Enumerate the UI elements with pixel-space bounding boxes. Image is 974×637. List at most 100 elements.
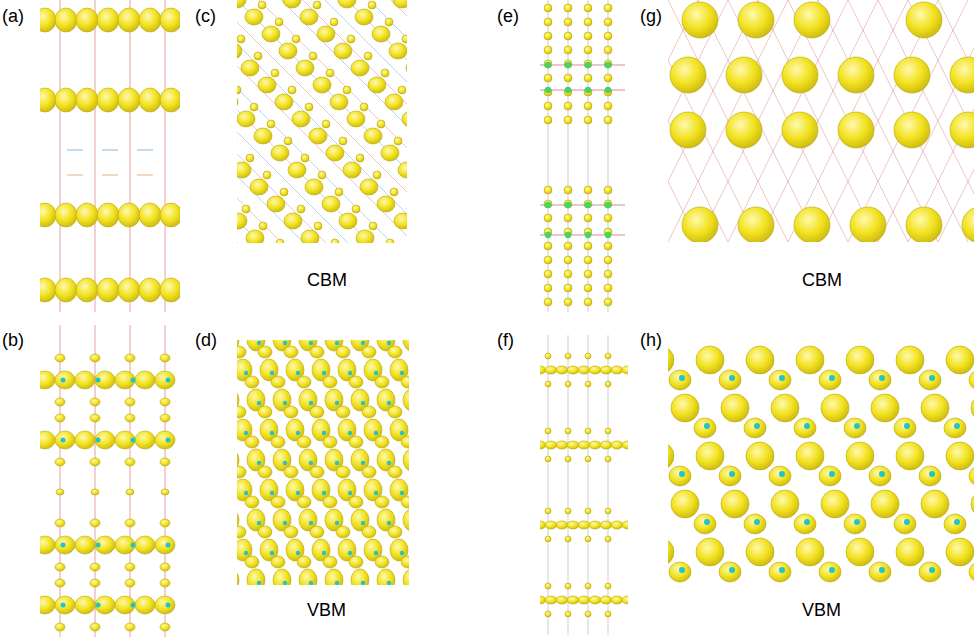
isosurface-lobe [351,60,369,76]
isosurface-lobe [869,370,891,390]
isosurface-lobe [906,207,942,242]
isosurface-lobe [55,458,65,466]
isosurface-lobe [90,398,100,406]
atom-dot [854,519,860,525]
isosurface-lobe [297,205,305,213]
atom-dot [166,543,171,548]
isosurface-lobe [896,538,924,566]
isosurface-lobe [160,203,180,227]
atom-dot [374,551,378,555]
isosurface-lobe [40,8,56,32]
isosurface-lobe [95,536,115,554]
atom-dot [131,603,136,608]
isosurface-lobe [237,569,239,585]
isosurface-lobe [556,441,568,449]
isosurface-lobe [746,442,774,470]
isosurface-lobe [796,538,824,566]
atom-dot [61,378,66,383]
atom-dot [565,87,571,93]
isosurface-lobe [604,74,612,82]
isosurface-lobe [155,536,175,554]
isosurface-lobe [584,270,592,278]
isosurface-lobe [545,508,551,514]
isosurface-lobe [55,278,77,302]
atom-dot [545,62,551,68]
panel-label: (g) [640,6,662,26]
isosurface-lobe [375,376,389,388]
isosurface-lobe [719,370,741,390]
isosurface-lobe [544,116,552,124]
isosurface-lobe [55,8,77,32]
bond-line [540,205,625,206]
isosurface-lobe [544,242,552,250]
isosurface-lobe [544,4,552,12]
atom-dot [270,491,274,495]
isosurface-lobe [288,86,296,94]
panel-label: (e) [497,6,519,26]
atom-dot [754,519,760,525]
isosurface-lobe [719,466,741,486]
isosurface-lobe [40,371,55,389]
isosurface-lobe [726,112,762,148]
isosurface-lobe [544,102,552,110]
isosurface-lobe [313,77,331,93]
atom-dot [400,371,404,375]
isosurface-lobe [871,490,899,518]
atom-dot [322,371,326,375]
isosurface-lobe [305,179,323,195]
isosurface-lobe [97,8,119,32]
atom-dot [704,519,710,525]
atom-dot [131,543,136,548]
isosurface-lobe [325,569,343,585]
isosurface-lobe [160,354,170,362]
isosurface-lobe [403,340,409,351]
isosurface-lobe [284,526,298,538]
isosurface-lobe [75,536,95,554]
isosurface-lobe [322,120,330,128]
isosurface-lobe [544,74,552,82]
isosurface-lobe [241,60,259,76]
isosurface-lobe [585,536,591,542]
atom-dot [244,371,248,375]
isosurface-lobe [160,398,170,406]
isosurface-lobe [584,298,592,306]
isosurface-lobe [584,284,592,292]
isosurface-lobe [726,57,762,93]
isosurface-lobe [388,526,402,538]
isosurface-lobe [794,418,816,438]
isosurface-lobe [95,596,115,614]
isosurface-lobe [682,2,718,38]
isosurface-lobe [894,514,916,534]
atom-dot [270,551,274,555]
isosurface-lobe [584,32,592,40]
bond-line [668,0,728,242]
isosurface-lobe [670,57,706,93]
isosurface-lobe [564,200,572,208]
isosurface-lobe [125,579,135,587]
atom-dot [679,375,685,381]
isosurface-lobe [360,103,368,111]
atom-dot [400,551,404,555]
isosurface-lobe [330,94,348,110]
atom-dot [929,375,935,381]
isosurface-lobe [40,431,55,449]
isosurface-lobe [919,466,941,486]
isosurface-lobe [604,102,612,110]
isosurface-lobe [160,623,170,631]
isosurface-lobe [90,563,100,571]
isosurface-lobe [237,346,246,358]
atom-dot [322,431,326,435]
isosurface-lobe [671,490,699,518]
isosurface-lobe [401,556,409,568]
isosurface-lobe [336,406,350,418]
isosurface-lobe [161,489,169,495]
isosurface-lobe [364,52,372,60]
isosurface-lobe [669,562,691,582]
isosurface-lobe [237,86,241,94]
isosurface-lobe [55,414,65,422]
isosurface-lobe [838,57,874,93]
panel-label: (h) [640,330,662,350]
isosurface-lobe [258,1,266,9]
isosurface-lobe [160,8,180,32]
isosurface-lobe [381,69,389,77]
